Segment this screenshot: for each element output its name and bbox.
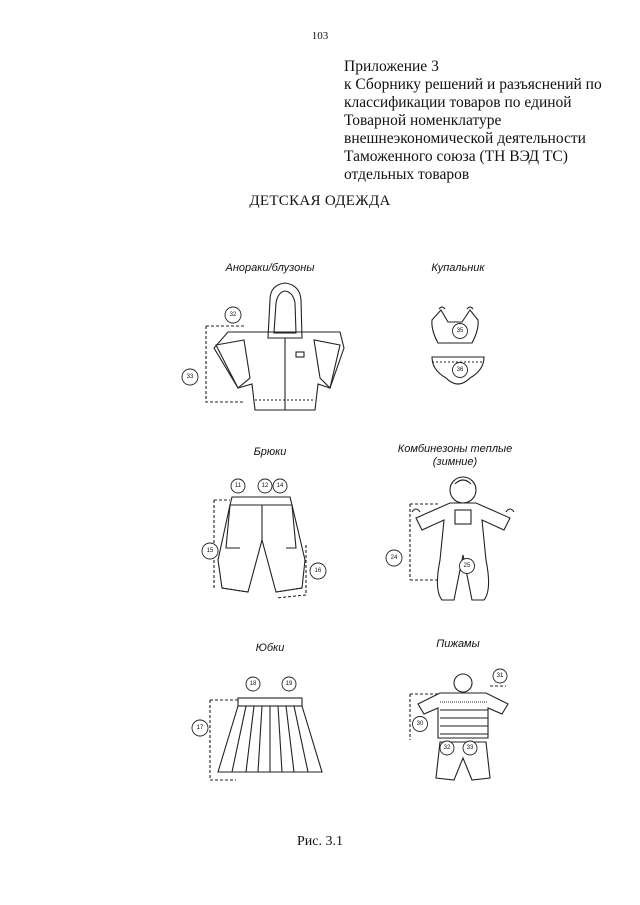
appendix-line: Таможенного союза (ТН ВЭД ТС) [344, 148, 568, 165]
marker-overalls-2: 25 [464, 563, 471, 569]
appendix-line: Товарной номенклатуре [344, 112, 502, 129]
page-number: 103 [311, 30, 329, 42]
caption-anoraks: Анораки/блузоны [225, 262, 315, 274]
pajamas-illustration [409, 673, 509, 781]
appendix-line: классификации товаров по единой [344, 94, 572, 111]
skirt-illustration [209, 697, 323, 781]
marker-pajamas-3: 32 [444, 745, 451, 751]
anorak-illustration [205, 282, 345, 411]
marker-overalls-1: 24 [391, 555, 398, 561]
caption-overalls-line1: Комбинезоны теплые [397, 443, 513, 455]
marker-pajamas-4: 33 [467, 745, 474, 751]
marker-swimsuit-2: 36 [457, 367, 464, 373]
caption-swimsuit: Купальник [431, 262, 485, 274]
figure-caption: Рис. 3.1 [297, 834, 343, 849]
appendix-line: внешнеэкономической деятельности [344, 130, 586, 147]
caption-trousers: Брюки [253, 446, 287, 458]
appendix-line: отдельных товаров [344, 166, 470, 183]
marker-trousers-2: 12 [262, 483, 269, 489]
appendix-heading: Приложение 3 к Сборнику решений и разъяс… [344, 58, 602, 184]
marker-skirt-3: 17 [197, 725, 204, 731]
marker-pajamas-1: 31 [497, 673, 504, 679]
marker-trousers-3: 14 [277, 483, 284, 489]
caption-pajamas: Пижамы [436, 638, 480, 650]
marker-anorak-2: 33 [187, 374, 194, 380]
marker-pajamas-2: 30 [417, 721, 424, 727]
caption-skirts: Юбки [255, 642, 285, 654]
trousers-illustration [213, 496, 307, 599]
appendix-line: Приложение 3 [344, 58, 439, 75]
marker-skirt-2: 19 [286, 681, 293, 687]
marker-swimsuit-1: 35 [457, 328, 464, 334]
overalls-illustration [409, 476, 515, 601]
appendix-line: к Сборнику решений и разъяснений по [344, 76, 602, 93]
marker-anorak-1: 32 [230, 312, 237, 318]
document-title: ДЕТСКАЯ ОДЕЖДА [249, 193, 391, 209]
caption-overalls: Комбинезоны теплые (зимние) [355, 443, 555, 469]
swimsuit-illustration [431, 306, 485, 385]
marker-trousers-4: 15 [207, 548, 214, 554]
caption-overalls-line2: (зимние) [432, 456, 478, 468]
marker-trousers-1: 11 [235, 483, 242, 489]
marker-skirt-1: 18 [250, 681, 257, 687]
marker-trousers-5: 16 [315, 568, 322, 574]
